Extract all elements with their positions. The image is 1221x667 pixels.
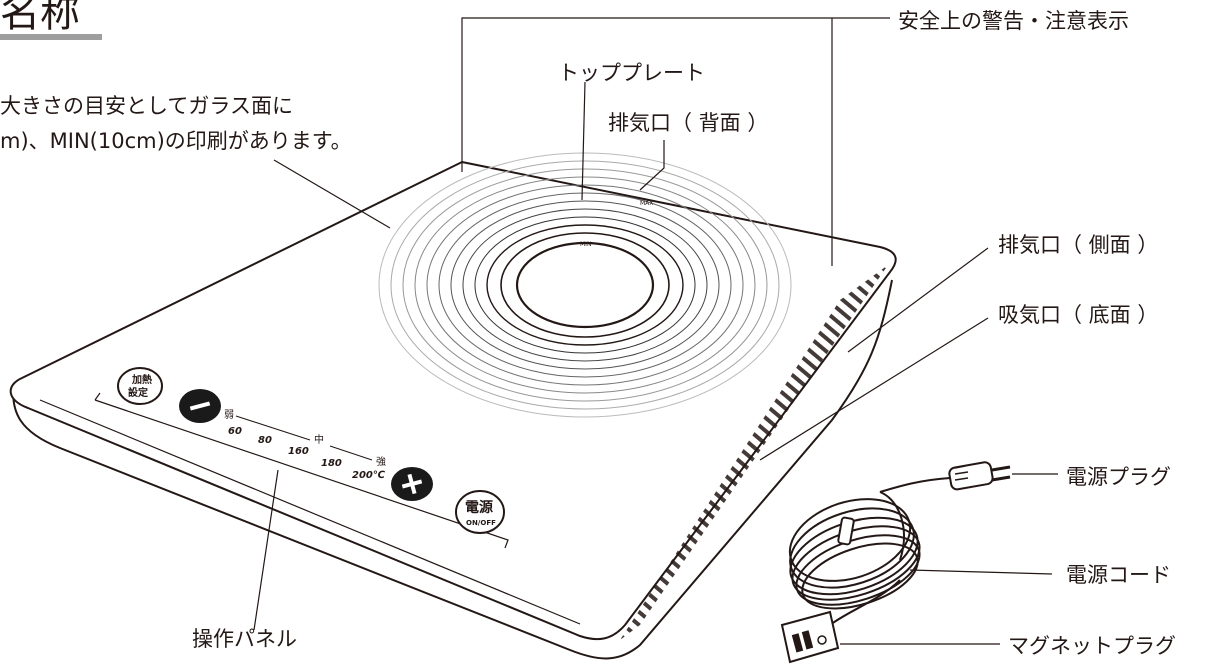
title: 名称 bbox=[0, 0, 80, 36]
label-size-guide-2: m)、MIN(10cm)の印刷があります。 bbox=[0, 129, 352, 153]
callout-intake-bottom bbox=[759, 317, 989, 461]
heating-coil-rings bbox=[378, 152, 792, 418]
minus-icon bbox=[189, 401, 211, 411]
callout-size-guide bbox=[273, 159, 391, 229]
label-top-plate: トッププレート bbox=[558, 61, 705, 85]
control-panel: 加熱 設定 弱 中 強 60 80 160 180 200℃ bbox=[94, 367, 509, 549]
magnet-plug-icon bbox=[780, 610, 840, 664]
heat-setting-button[interactable]: 加熱 設定 bbox=[117, 367, 163, 405]
heat-button-label-1: 加熱 bbox=[131, 373, 152, 386]
level-weak-label: 弱 bbox=[224, 409, 234, 421]
label-exhaust-side: 排気口（ 側面 ） bbox=[998, 233, 1158, 257]
callout-top-plate bbox=[581, 81, 586, 201]
label-power-plug: 電源プラグ bbox=[1066, 465, 1171, 489]
power-button-label: 電源 bbox=[465, 499, 493, 516]
top-plate-surface bbox=[9, 160, 897, 641]
power-cord-coil bbox=[788, 491, 921, 626]
temp-180: 180 bbox=[321, 458, 342, 469]
label-intake-bottom: 吸気口（ 底面 ） bbox=[998, 303, 1158, 327]
top-plate-bevel bbox=[39, 399, 581, 625]
label-magnet-plug: マグネットプラグ bbox=[1008, 634, 1176, 658]
label-size-guide-1: 大きさの目安としてガラス面に bbox=[0, 94, 293, 118]
label-control-panel: 操作パネル bbox=[192, 627, 297, 651]
callout-safety-left bbox=[461, 17, 890, 172]
level-strong-label: 強 bbox=[376, 455, 386, 468]
callout-control-panel bbox=[253, 469, 279, 631]
side-vents bbox=[620, 265, 888, 640]
title-underline bbox=[0, 34, 102, 40]
label-exhaust-back: 排気口（ 背面 ） bbox=[608, 111, 768, 135]
max-mark: MAX bbox=[640, 200, 653, 207]
label-safety-warning: 安全上の警告・注意表示 bbox=[898, 9, 1129, 33]
plus-icon-v bbox=[407, 473, 417, 495]
label-power-cord: 電源コード bbox=[1066, 563, 1171, 587]
power-plug-icon bbox=[879, 461, 1011, 493]
level-mid-label: 中 bbox=[314, 433, 324, 446]
callout-lines bbox=[253, 17, 1058, 645]
control-panel-outline bbox=[94, 392, 509, 549]
plus-button[interactable] bbox=[391, 467, 433, 501]
min-mark: MIN bbox=[580, 241, 591, 248]
callout-exhaust-back bbox=[639, 140, 665, 191]
level-indicator: 弱 中 強 60 80 160 180 200℃ bbox=[224, 409, 386, 481]
power-button[interactable]: 電源 ON/OFF bbox=[455, 490, 505, 534]
heat-button-label-2: 設定 bbox=[128, 386, 148, 399]
temp-80: 80 bbox=[258, 435, 272, 446]
temp-160: 160 bbox=[288, 446, 309, 457]
callout-exhaust-side bbox=[847, 247, 989, 353]
power-cord-assembly bbox=[780, 461, 1011, 664]
temp-200: 200℃ bbox=[352, 470, 386, 481]
power-button-sublabel: ON/OFF bbox=[466, 519, 496, 527]
minus-button[interactable] bbox=[179, 389, 221, 423]
temp-60: 60 bbox=[228, 426, 242, 437]
callout-power-cord bbox=[909, 569, 1053, 575]
